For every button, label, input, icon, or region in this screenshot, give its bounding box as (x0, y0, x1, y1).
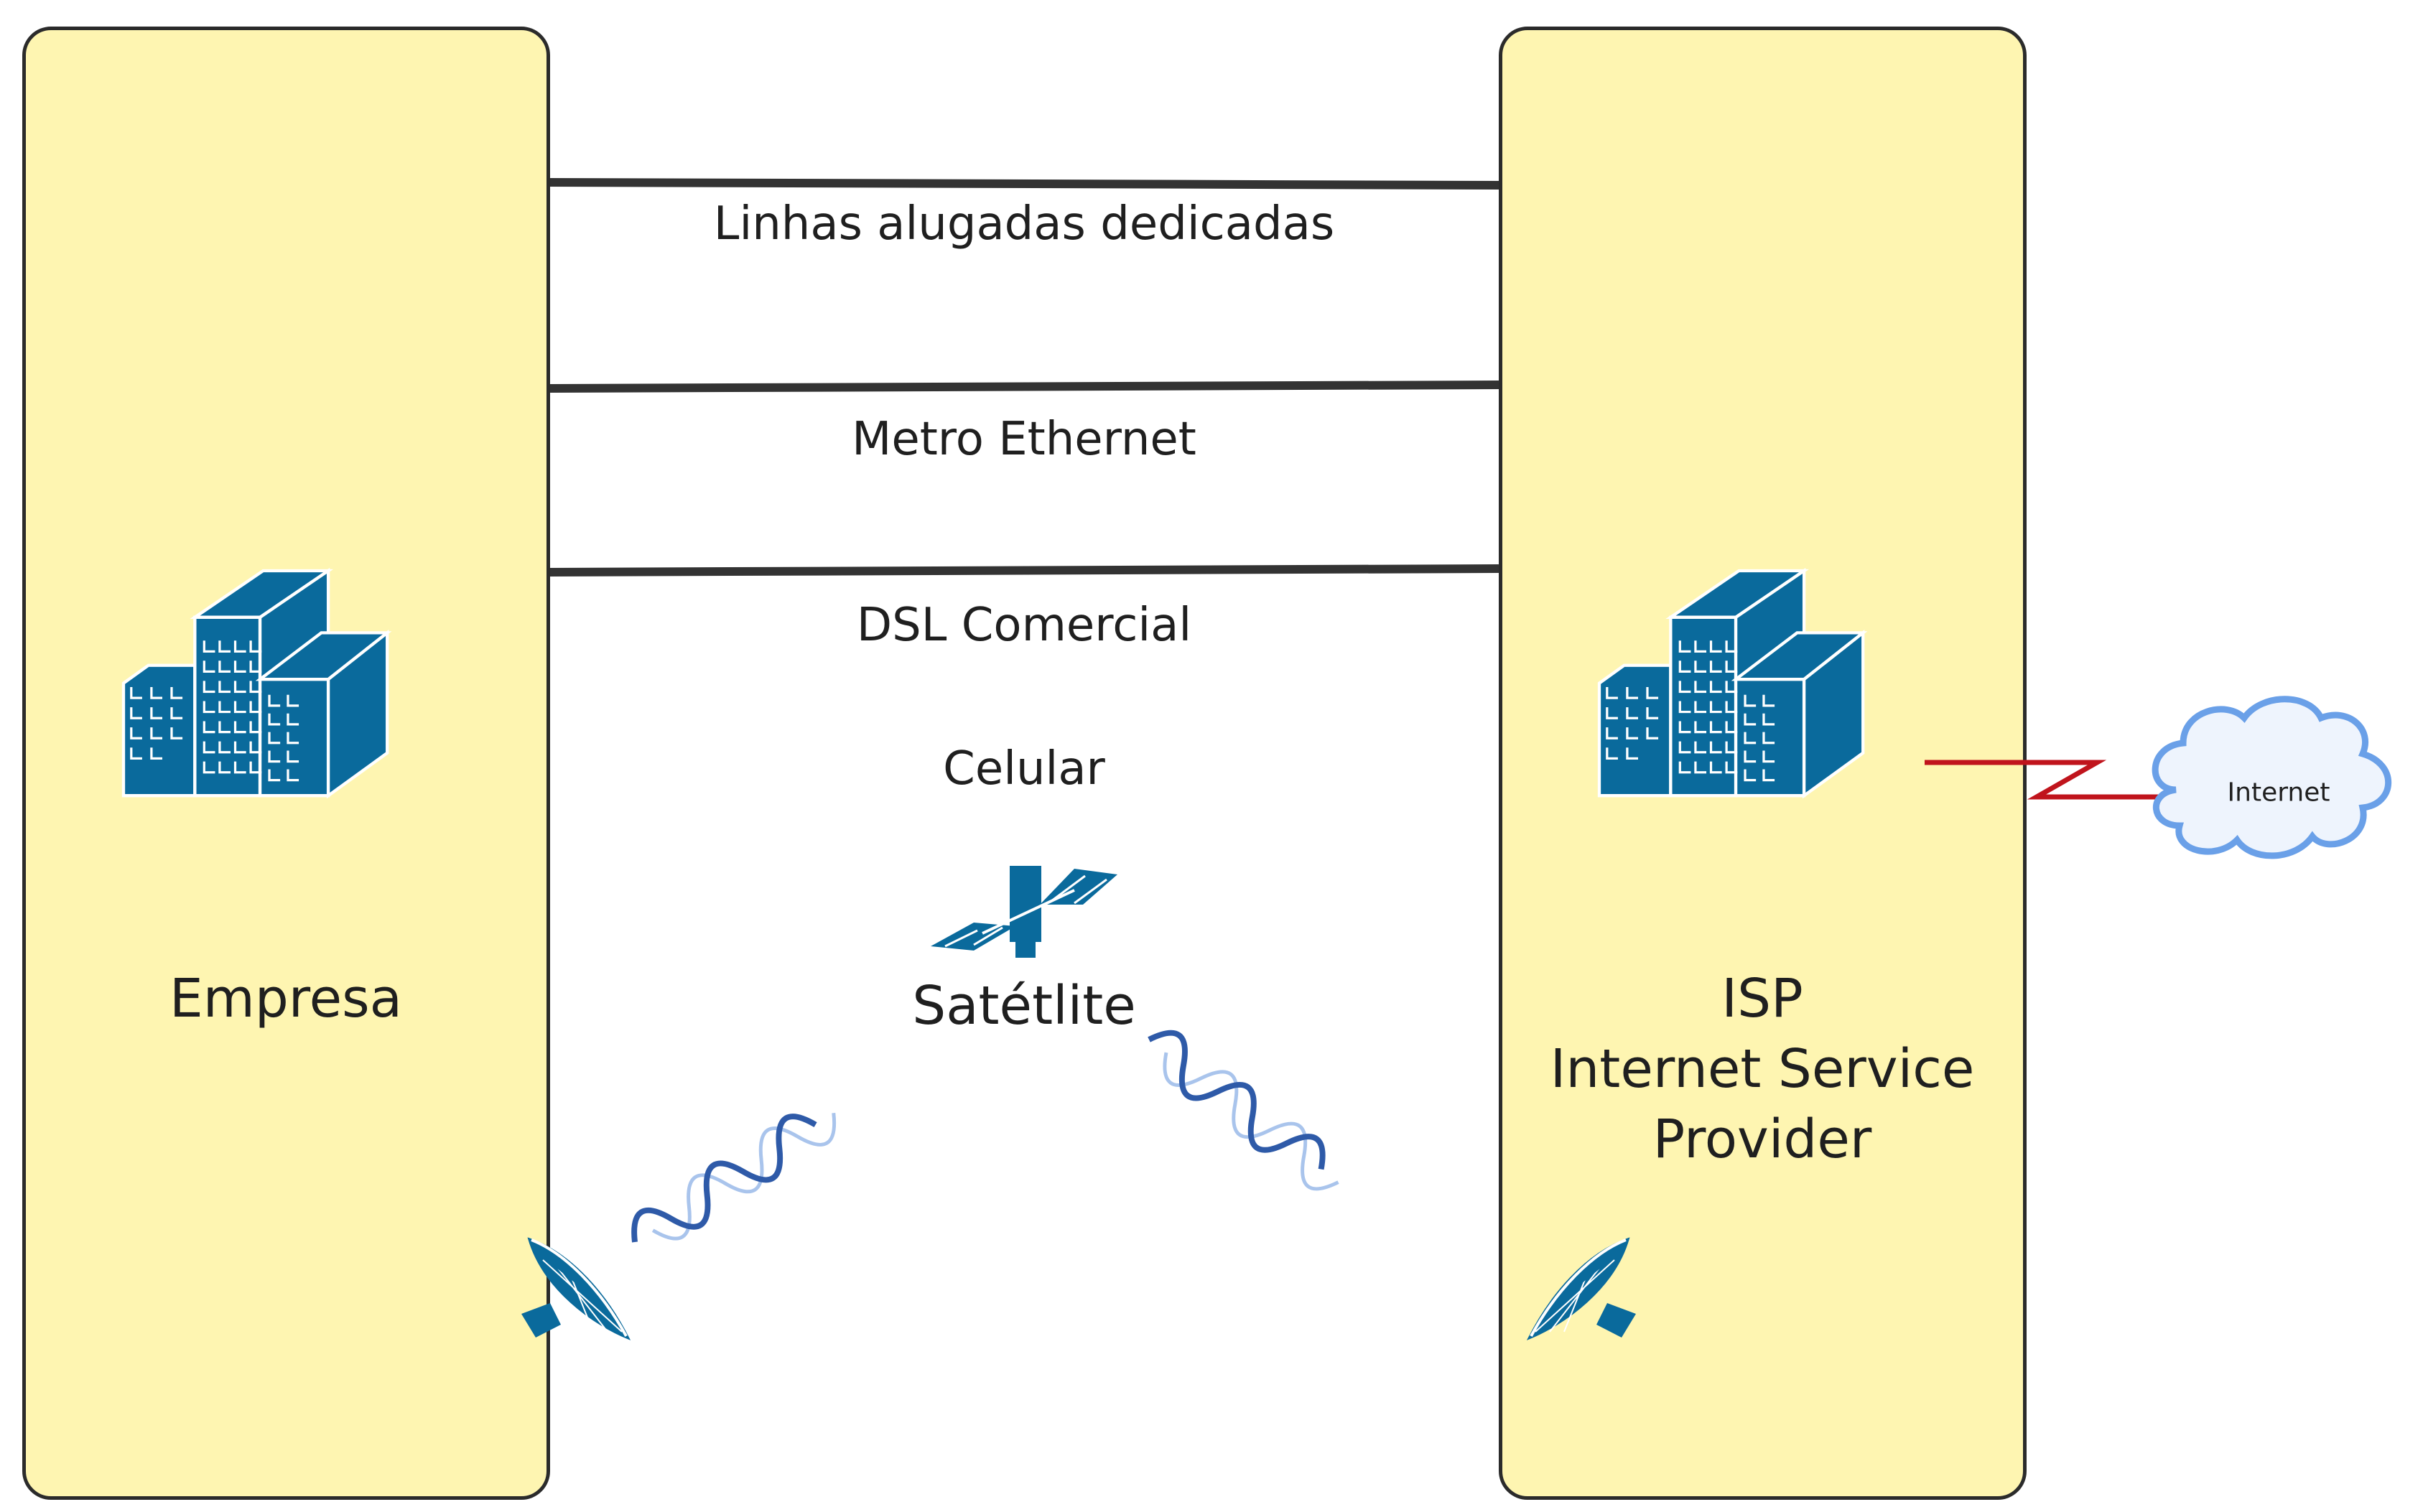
dsl-link (549, 564, 1499, 577)
isp-label-line1: ISP (1721, 968, 1803, 1030)
isp-label-line2: Internet Service (1550, 1038, 1975, 1100)
wan-lines (549, 178, 1499, 577)
internet-serial-link (1925, 760, 2159, 800)
metro-ethernet-label: Metro Ethernet (852, 413, 1196, 466)
dsl-label: DSL Comercial (856, 599, 1192, 652)
empresa-building-icon (124, 571, 387, 795)
isp-label-line3: Provider (1652, 1109, 1872, 1170)
isp-dish-icon (1528, 1238, 1636, 1339)
metro-ethernet-link (549, 381, 1499, 393)
internet-label: Internet (2227, 778, 2330, 808)
leased-line-label: Linhas alugadas dedicadas (713, 197, 1335, 251)
satellite-wave-right (1136, 1022, 1352, 1200)
empresa-label: Empresa (169, 968, 403, 1030)
internet-cloud-icon (2152, 696, 2392, 859)
isp-building-icon (1599, 571, 1863, 795)
leased-line-link (549, 178, 1499, 190)
empresa-dish-icon (521, 1238, 629, 1339)
cellular-label: Celular (943, 742, 1105, 795)
satellite-icon (931, 866, 1117, 958)
satellite-label: Satétlite (912, 975, 1136, 1037)
isp-label: ISP Internet Service Provider (1550, 963, 1975, 1175)
satellite-wave-left (623, 1095, 845, 1260)
